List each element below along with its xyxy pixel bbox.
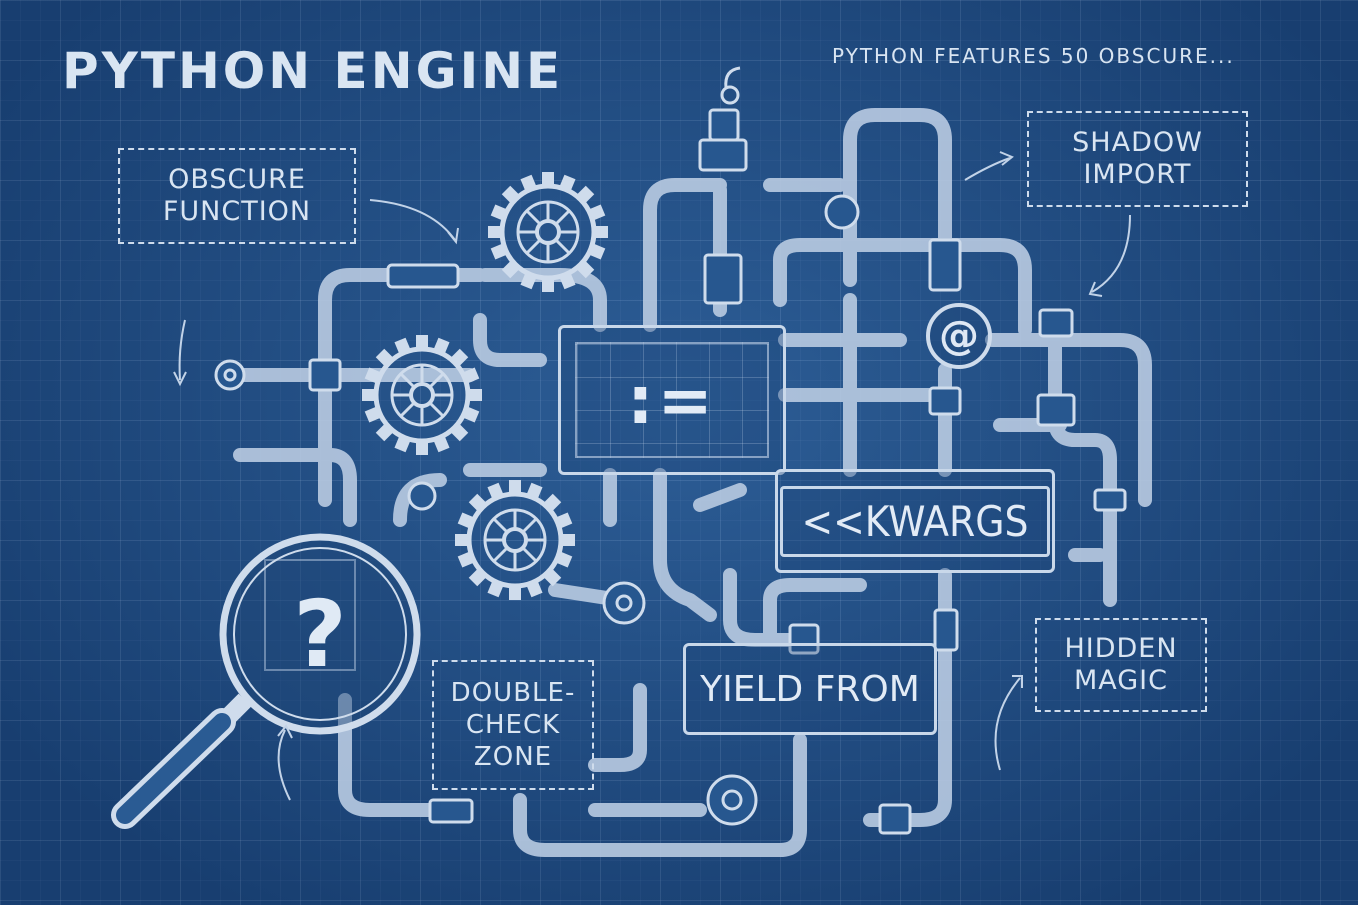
walrus-operator-label: := [627, 361, 717, 439]
question-mark-icon: ? [293, 580, 347, 688]
annotation-arrows [173, 151, 1131, 801]
callout-hidden-magic: HIDDEN MAGIC [1035, 618, 1207, 712]
kwargs-plate: <<KWARGS [775, 469, 1055, 573]
valves [214, 85, 1127, 835]
page-title: PYTHON ENGINE [62, 42, 564, 100]
magnifier-icon [111, 533, 421, 829]
callout-double-check-zone: DOUBLE- CHECK ZONE [432, 660, 594, 790]
decorator-at-icon: @ [926, 303, 992, 369]
panel-grid [575, 342, 769, 458]
walrus-operator-panel: := [558, 325, 786, 475]
gear-middle [455, 480, 575, 600]
kwargs-label: <<KWARGS [780, 485, 1050, 557]
callout-obscure-function: OBSCURE FUNCTION [118, 148, 356, 244]
pipe-network [233, 108, 1152, 857]
gear-left [362, 335, 482, 455]
yield-from-label: YIELD FROM [700, 668, 920, 710]
yield-from-plate: YIELD FROM [683, 643, 937, 735]
callout-shadow-import: SHADOW IMPORT [1027, 111, 1248, 207]
page-subtitle: PYTHON FEATURES 50 OBSCURE... [832, 44, 1235, 68]
